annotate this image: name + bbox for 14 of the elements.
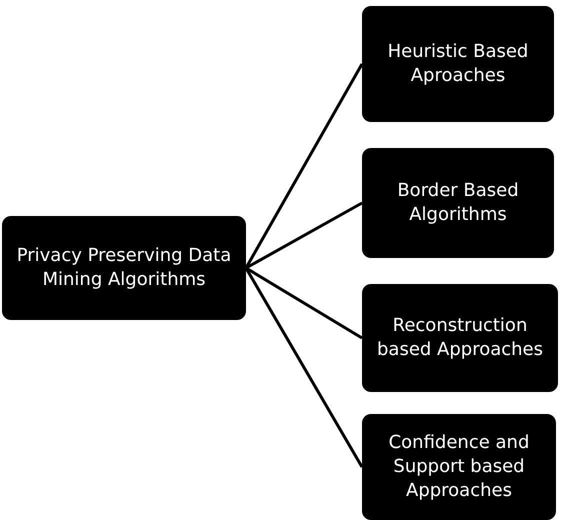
node-label: Border Based Algorithms	[396, 179, 520, 227]
connector-line	[245, 202, 363, 270]
connector-line	[244, 63, 364, 269]
node-label: Reconstruction based Approaches	[376, 314, 544, 362]
node-label: Privacy Preserving Data Mining Algorithms	[16, 244, 232, 292]
category-box	[362, 148, 554, 258]
node-label: Confidence and Support based Approaches	[388, 431, 530, 503]
node-label: Heuristic Based Aproaches	[386, 40, 530, 88]
category-box	[362, 414, 556, 520]
connector-line	[244, 267, 364, 468]
connector-line	[245, 266, 363, 340]
category-box	[362, 6, 554, 122]
category-box	[362, 284, 558, 392]
root-box	[2, 216, 246, 320]
